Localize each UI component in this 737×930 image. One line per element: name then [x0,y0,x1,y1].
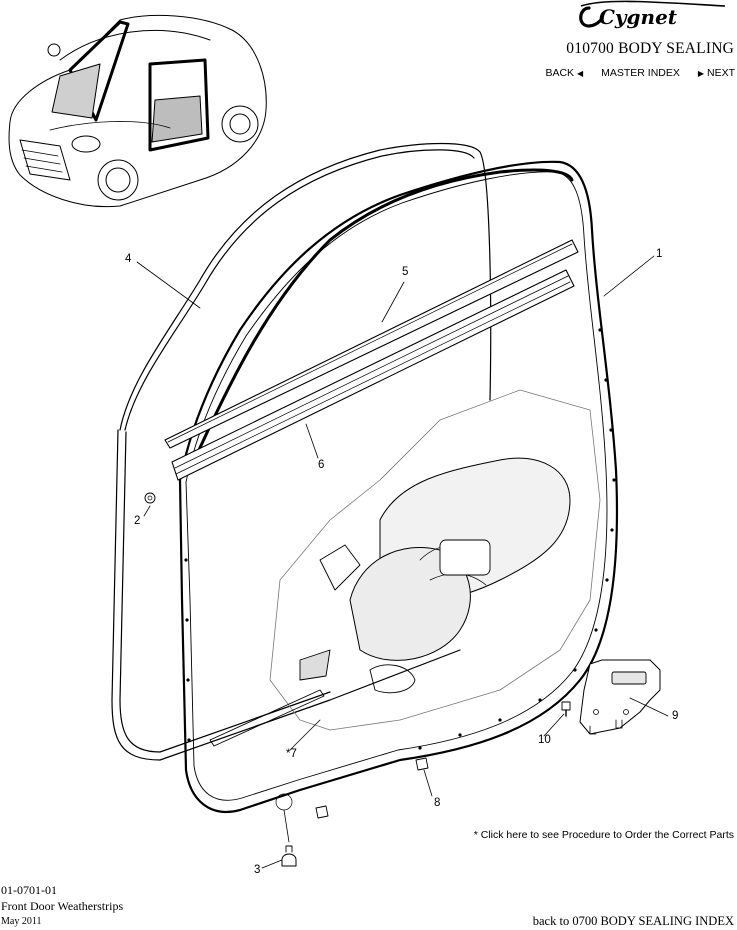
next-label: NEXT [706,67,735,79]
grommet-2 [144,492,156,504]
callout-2: 2 [134,515,141,527]
callout-8: 8 [434,797,441,809]
window-channel [188,168,574,472]
next-link[interactable]: ▶ NEXT [698,67,735,79]
figure-date: May 2011 [1,916,42,927]
callout-10: 10 [538,734,551,746]
belt-strip-inner [171,269,575,481]
nav-bar: BACK ◀ MASTER INDEX ▶ NEXT [545,67,735,79]
back-label: BACK [545,67,575,79]
callout-3: 3 [254,864,261,876]
triangle-right-icon: ▶ [697,69,705,78]
order-procedure-link[interactable]: * Click here to see Procedure to Order t… [473,829,734,841]
door-inner-panel [269,389,601,731]
door-outer-seal [119,142,492,431]
callout-4: 4 [125,253,132,265]
callout-7: *7 [286,748,297,760]
back-to-index-link[interactable]: back to 0700 BODY SEALING INDEX [532,914,734,928]
master-index-link[interactable]: MASTER INDEX [601,67,680,79]
callout-5: 5 [402,266,409,278]
callout-1: 1 [656,248,663,260]
callout-6: 6 [318,459,325,471]
door-inner-seal [178,160,619,813]
triangle-left-icon: ◀ [576,69,584,78]
callout-9: 9 [672,710,679,722]
section-title: 010700 BODY SEALING [566,40,734,57]
back-link[interactable]: BACK ◀ [545,67,583,79]
figure-code: 01-0701-01 [1,883,57,897]
figure-title: Front Door Weatherstrips [1,899,124,913]
car-thumbnail [8,14,267,208]
brand-logo-text: Cygnet [599,5,678,29]
brand-logo: Cygnet [575,0,735,34]
clip-3 [281,845,297,867]
screw-10 [561,701,571,717]
clip-8 [315,757,429,819]
door-check-bracket [579,659,661,735]
leader-lines [136,255,669,869]
